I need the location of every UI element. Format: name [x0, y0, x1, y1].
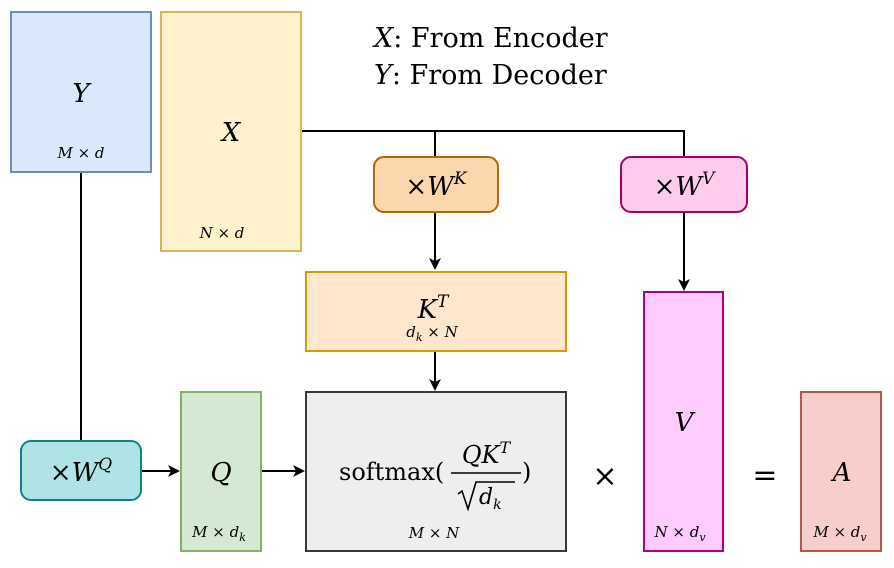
a-dim-sub: v	[860, 531, 867, 544]
q-dim: M × dk	[191, 523, 246, 544]
wk-box-border	[373, 156, 499, 213]
wk-times: ×	[405, 172, 427, 202]
wv-box: ×WV	[620, 156, 748, 213]
x-label: X	[220, 118, 242, 148]
v-dim: N × dv	[653, 523, 706, 544]
wv-times: ×	[654, 172, 676, 202]
wq-box-rect	[21, 441, 141, 500]
times-operator: ×	[592, 459, 617, 494]
y-box-rect	[11, 12, 151, 172]
a-box: A M × dv	[800, 391, 882, 552]
legend-y-text: : From Decoder	[392, 60, 607, 91]
softmax-box: softmax( QKT dk ) M × N	[305, 391, 567, 552]
kt-dim-sub: k	[416, 331, 423, 344]
kt-box: KT dk × N	[305, 271, 567, 352]
wq-box: ×WQ	[20, 440, 142, 501]
wk-label: ×WK	[405, 169, 468, 202]
softmax-num-sup: T	[499, 438, 511, 457]
y-label: Y	[72, 79, 92, 109]
wk-w: W	[427, 172, 456, 202]
y-box: Y M × d	[10, 11, 152, 173]
softmax-numerator: QKT	[462, 438, 512, 469]
kt-box-rect	[306, 272, 566, 351]
kt-dim: dk × N	[406, 323, 458, 344]
wv-w: W	[675, 172, 704, 202]
v-box: V N × dv	[643, 291, 724, 552]
sqrt-icon	[457, 481, 515, 512]
v-dim-sub: v	[699, 531, 706, 544]
q-label: Q	[210, 458, 231, 488]
y-box-border	[10, 11, 152, 173]
a-dim: M × dv	[812, 523, 867, 544]
kt-dim-b: × N	[423, 323, 459, 341]
wk-box: ×WK	[373, 156, 499, 213]
softmax-den-sub: k	[493, 497, 501, 513]
a-label: A	[831, 458, 852, 488]
a-box-rect	[801, 392, 881, 551]
wq-w: W	[72, 458, 101, 488]
kt-dim-a: d	[406, 323, 416, 341]
v-box-rect	[644, 292, 723, 551]
kt-box-border	[305, 271, 567, 352]
q-box: Q M × dk	[180, 391, 262, 552]
wv-box-rect	[621, 157, 747, 212]
wv-box-border	[620, 156, 748, 213]
wq-sup: Q	[98, 455, 112, 475]
kt-k: K	[417, 295, 439, 325]
legend-encoder: X: From Encoder	[372, 23, 608, 54]
softmax-dim: M × N	[408, 524, 460, 542]
softmax-den: d	[479, 485, 493, 510]
kt-sup: T	[437, 292, 450, 312]
x-box: X N × d	[160, 11, 302, 252]
q-dim-a: M × d	[191, 523, 239, 541]
q-dim-sub: k	[239, 531, 246, 544]
x-dim: N × d	[199, 224, 245, 242]
softmax-num: QK	[462, 441, 502, 469]
wq-times: ×	[50, 458, 72, 488]
softmax-func: softmax(	[339, 458, 444, 486]
kt-label: KT	[417, 292, 450, 325]
a-box-border	[800, 391, 882, 552]
wv-label: ×WV	[654, 169, 717, 202]
equals-operator: =	[752, 458, 777, 493]
softmax-box-border	[305, 391, 567, 552]
q-box-rect	[181, 392, 261, 551]
v-dim-a: N × d	[653, 523, 699, 541]
legend-decoder: Y: From Decoder	[374, 60, 607, 91]
x-box-border	[160, 11, 302, 252]
y-dim: M × d	[56, 144, 104, 162]
legend-y-symbol: Y	[374, 60, 394, 91]
v-label: V	[675, 408, 696, 438]
x-box-rect	[161, 12, 301, 251]
wk-box-rect	[374, 157, 498, 212]
a-dim-a: M × d	[812, 523, 860, 541]
wv-sup: V	[702, 169, 716, 189]
wq-box-border	[20, 440, 142, 501]
q-box-border	[180, 391, 262, 552]
softmax-close: )	[522, 458, 531, 486]
connectors	[80, 130, 690, 477]
legend-x-text: : From Encoder	[393, 23, 607, 54]
connector-x-to-wk-wv	[302, 130, 685, 157]
wq-label: ×WQ	[50, 455, 113, 488]
v-box-border	[643, 291, 724, 552]
softmax-box-rect	[306, 392, 566, 551]
softmax-denominator: dk	[479, 485, 502, 513]
wk-sup: K	[453, 169, 468, 189]
legend-x-symbol: X	[372, 23, 395, 54]
